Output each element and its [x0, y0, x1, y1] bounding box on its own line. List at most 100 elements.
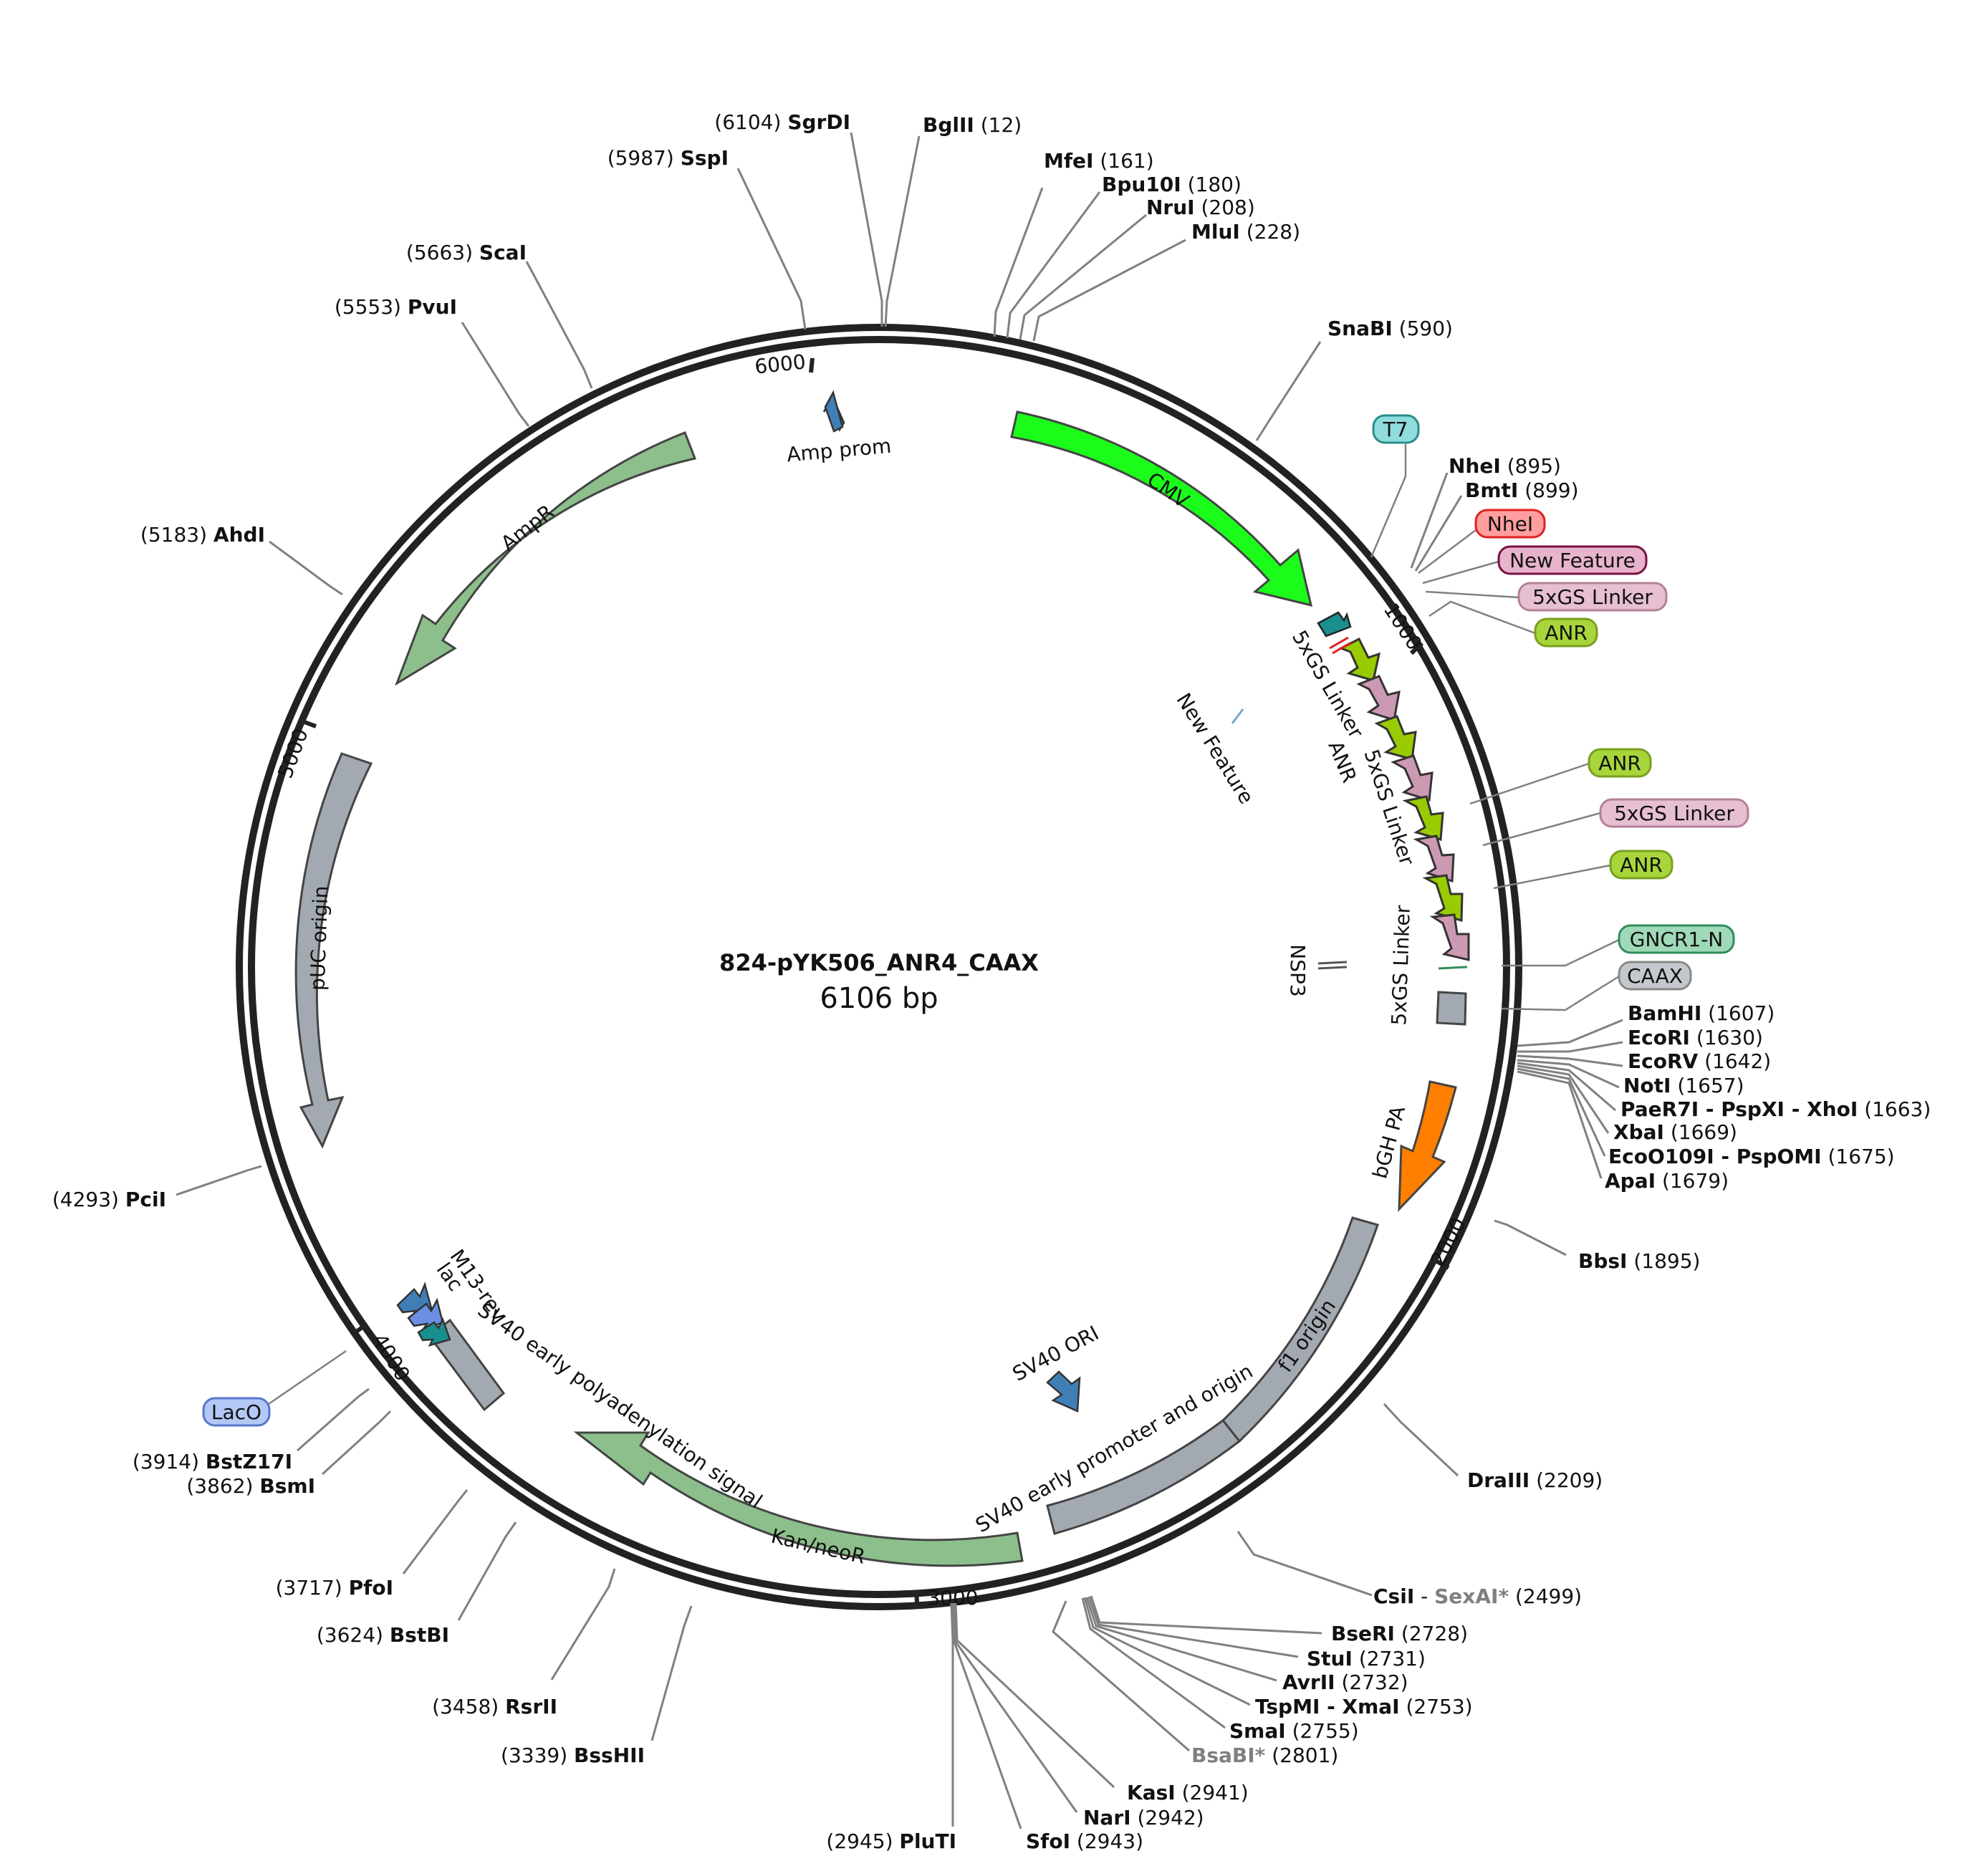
site-csii-gap [1509, 1584, 1515, 1608]
anr-top-box [1534, 617, 1598, 648]
scai-leader [525, 261, 593, 389]
plasmid-size: 6106 bp [820, 982, 938, 1015]
site-rsrii-gap [499, 1695, 505, 1718]
linker-gray-box [1436, 991, 1467, 1026]
inner-label-anr: ANR [1323, 738, 1361, 787]
site-smai-name: SmaI [1229, 1719, 1286, 1743]
backbone-inner-ring [248, 336, 1510, 1598]
site-kasi: KasI (2941) [1127, 1781, 1249, 1804]
xbai-leader [1517, 1064, 1610, 1134]
site-xbai: XbaI (1669) [1613, 1120, 1737, 1144]
site-draiii-pos: (2209) [1536, 1468, 1603, 1492]
site-bamhi-gap [1701, 1001, 1708, 1025]
nhei-red-mark-2 [1332, 641, 1352, 655]
site-smai-pos: (2755) [1292, 1719, 1359, 1743]
xmai-leader [1083, 1597, 1251, 1706]
site-csii-name: CsiI [1373, 1584, 1414, 1608]
tick-mark-5000 [303, 720, 317, 728]
site-scai-gap [473, 241, 479, 264]
site-pfoi: (3717) PfoI [276, 1576, 393, 1600]
feature-sv40-ori: SV40 ORI [1009, 1321, 1103, 1413]
site-pfoi-name: PfoI [349, 1576, 393, 1600]
site-bstz17i-gap [199, 1450, 206, 1473]
bsshii-leader [650, 1605, 693, 1741]
site-nhei-gap [1501, 454, 1507, 478]
avrii-leader [1085, 1597, 1277, 1682]
site-apai-gap [1656, 1169, 1662, 1193]
gncr1-mark [1438, 966, 1468, 970]
site-bglii: BglII (12) [923, 113, 1022, 137]
sgrdi-leader [850, 132, 883, 327]
backbone-outer-ring [236, 324, 1522, 1610]
amp-prom-label: Amp prom [786, 434, 893, 467]
site-pluti-name: PluTI [899, 1829, 956, 1853]
site-sgrdi-pos: (6104) [714, 110, 781, 134]
nsp3-label: NSP3 [1286, 944, 1310, 996]
site-rsrii-pos: (3458) [432, 1695, 499, 1718]
site-pvui-pos: (5553) [335, 295, 401, 319]
site-pcii-name: PciI [125, 1188, 166, 1211]
caax-box-text: CAAX [1627, 964, 1683, 988]
bmti-leader [1414, 495, 1463, 572]
tick-mark-2000 [1434, 1259, 1450, 1270]
nrui-leader [1019, 213, 1147, 340]
site-bstbi-pos: (3624) [317, 1623, 383, 1647]
site-nrui-pos: (208) [1201, 196, 1255, 219]
xhoi-leader [1517, 1062, 1616, 1112]
site-pfoi-gap [342, 1576, 349, 1600]
site-bsmi-pos: (3862) [186, 1474, 253, 1498]
anr-3-leader [1493, 864, 1611, 890]
site-sexai-name: SexAI* [1434, 1584, 1509, 1608]
t7-box-text: T7 [1383, 418, 1408, 441]
site-snabi: SnaBI (590) [1327, 317, 1453, 340]
amp-prom-body [824, 390, 844, 433]
gs-linker-2-box [1599, 798, 1749, 828]
site-bsmi-gap [253, 1474, 259, 1498]
site-nrui-name: NruI [1146, 196, 1195, 219]
sfoi-leader [951, 1602, 1022, 1829]
pcii-leader [176, 1165, 262, 1196]
laco-box-text: LacO [211, 1400, 261, 1424]
bsabi-leader [1052, 1600, 1190, 1752]
orf-anr-4 [1422, 874, 1464, 922]
tick-mark-4000 [351, 1324, 365, 1337]
site-bseri-gap [1395, 1622, 1401, 1645]
anr-3-box [1609, 850, 1674, 880]
t7-box [1372, 414, 1420, 444]
site-avrii-pos: (2732) [1341, 1670, 1408, 1694]
site-scai-pos: (5663) [406, 241, 473, 264]
site-bbsi: BbsI (1895) [1578, 1249, 1700, 1273]
site-bsabi-pos: (2801) [1272, 1743, 1338, 1767]
site-pluti-pos: (2945) [826, 1829, 893, 1853]
site-bpu10i-pos: (180) [1188, 173, 1242, 196]
site-bbsi-gap [1627, 1249, 1633, 1273]
site-mlui-pos: (228) [1247, 220, 1300, 244]
site-bmti-gap [1518, 478, 1524, 502]
site-avrii: AvrII (2732) [1282, 1670, 1408, 1694]
site-pvui-name: PvuI [408, 295, 457, 319]
gs-linker-top-box-text: 5xGS Linker [1532, 585, 1653, 609]
site-avrii-name: AvrII [1282, 1670, 1335, 1694]
restriction-sites: (6104) SgrDI BglII (12) (5987) SspI MfeI… [52, 110, 1931, 1853]
site-nari-gap [1131, 1806, 1138, 1829]
site-rsrii: (3458) RsrII [432, 1695, 557, 1718]
site-bstbi-gap [383, 1623, 390, 1647]
bstbi-leader [457, 1521, 517, 1621]
site-bamhi: BamHI (1607) [1628, 1001, 1775, 1025]
site-bseri: BseRI (2728) [1331, 1622, 1468, 1645]
site-stui-gap [1353, 1647, 1359, 1670]
site-ecorv-gap [1698, 1049, 1704, 1073]
feature-sv40-polya: SV40 early polyadenylation signal [428, 1298, 767, 1513]
site-ecori-gap [1690, 1026, 1696, 1049]
t7-marker [1317, 611, 1352, 638]
site-ahdi-name: AhdI [213, 523, 265, 547]
orf-5xgs-4 [1429, 913, 1470, 961]
site-mfei-pos: (161) [1100, 149, 1153, 173]
site-xhoi-name: PaeR7I - PspXI - XhoI [1620, 1097, 1858, 1121]
site-mfei-name: MfeI [1044, 149, 1093, 173]
gncr1-box-text: GNCR1-N [1630, 928, 1724, 951]
site-bstbi: (3624) BstBI [317, 1623, 449, 1647]
nsp3-mark-2 [1317, 966, 1348, 970]
site-bsshii-name: BssHII [574, 1743, 645, 1767]
